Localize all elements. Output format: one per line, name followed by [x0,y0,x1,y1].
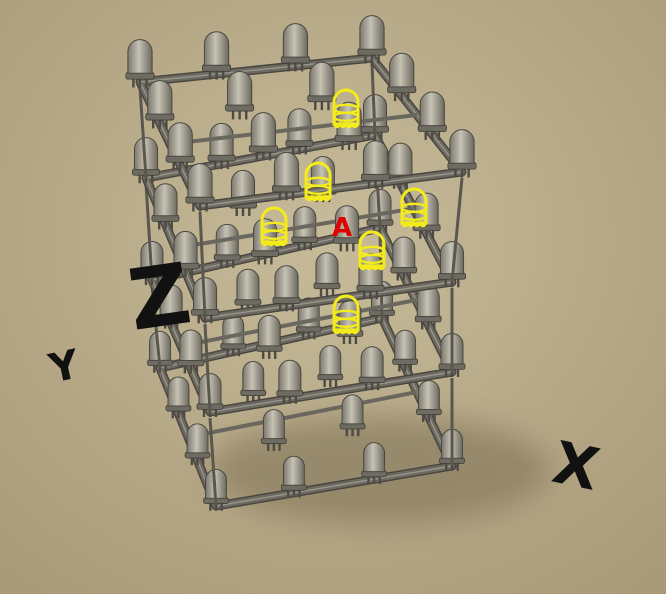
frame-pillar [198,211,207,319]
led [417,91,447,140]
axis-z-label: Z [123,244,197,350]
led [285,108,314,155]
highlighted-led [332,88,360,129]
highlighted-led [332,294,360,335]
led [447,129,477,178]
frame-pillar [144,183,154,281]
led [255,315,283,359]
led [248,112,278,161]
led [280,23,310,72]
led [185,163,215,212]
led [438,241,466,288]
frame-pillar [138,87,148,179]
led [202,31,232,80]
led [291,206,319,251]
layer-bar [187,390,418,439]
led [358,346,386,391]
led [339,394,366,437]
led [184,423,211,466]
led [333,205,361,252]
frame-pillar [150,285,162,369]
led [317,345,344,388]
led [240,361,267,403]
led [145,80,175,129]
led [171,230,200,278]
led [361,140,391,189]
led [361,442,387,484]
led [225,71,255,120]
led [165,376,192,419]
led [387,52,417,102]
led [357,15,387,64]
frame-pillar [370,63,377,136]
led [281,455,307,498]
led [177,329,205,374]
led [416,380,442,422]
led [157,284,185,329]
layer-bar [169,113,418,146]
led [271,151,301,201]
cube-layer [125,15,477,319]
highlighted-led [358,230,386,271]
led [392,329,418,372]
led [307,61,337,111]
led [261,409,287,451]
layer-bar [175,206,414,250]
cube-layer [138,189,466,507]
highlighted-led [400,187,428,228]
led [272,265,301,312]
highlighted-leds [260,88,428,335]
led [313,252,341,297]
led [125,39,155,88]
led [151,183,180,230]
frame-pillar [450,177,464,283]
layer-bar [180,298,417,348]
highlighted-led [304,161,332,202]
highlighted-led [260,206,288,247]
marker-a-label: A [332,213,352,243]
led [414,285,442,330]
led [165,122,195,171]
frame-pillar [208,417,218,507]
frame-pillar [203,323,212,413]
led [276,359,304,404]
led [390,236,418,281]
